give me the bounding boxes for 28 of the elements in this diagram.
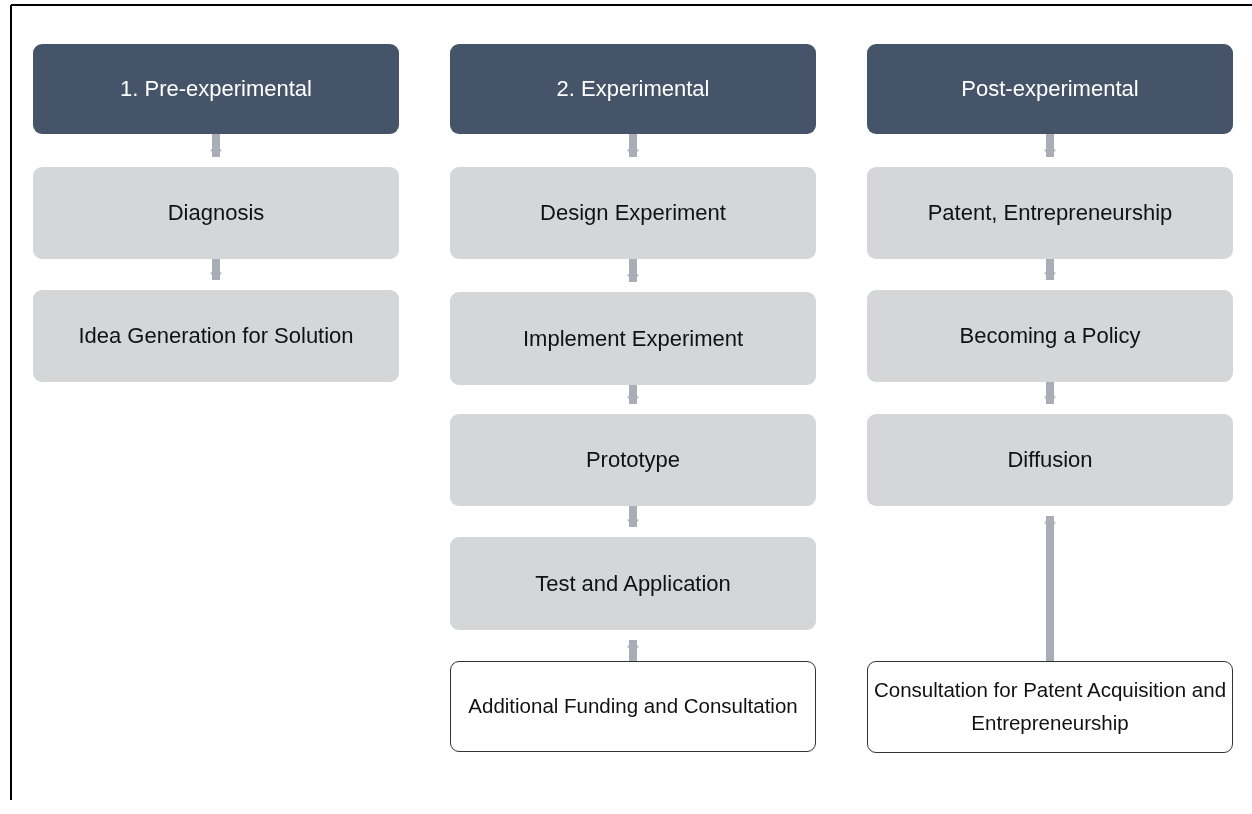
process-box (33, 290, 399, 382)
process-box (867, 290, 1233, 382)
phase-header-box (33, 44, 399, 134)
support-box (450, 661, 816, 752)
process-box (450, 167, 816, 259)
node-label: Prototype (585, 446, 681, 475)
phase-header-box (450, 44, 816, 134)
node-label: 2. Experimental (556, 75, 710, 104)
node-label: Diagnosis (167, 199, 265, 228)
support-box (867, 661, 1233, 753)
process-box (450, 292, 816, 385)
process-box (867, 414, 1233, 506)
node-label: 1. Pre-experimental (120, 75, 312, 104)
node-label: Idea Generation for Solution (78, 322, 354, 351)
process-box (33, 167, 399, 259)
node-label: Consultation for Patent Acquisition and Entrepreneurship (872, 677, 1228, 736)
process-box (450, 537, 816, 630)
node-label: Test and Application (535, 569, 731, 598)
process-box (450, 414, 816, 506)
node-label: Additional Funding and Consultation (468, 693, 798, 720)
node-label: Implement Experiment (522, 324, 744, 353)
node-label: Diffusion (1007, 446, 1093, 475)
node-label: Patent, Entrepreneurship (927, 199, 1173, 228)
process-box (867, 167, 1233, 259)
node-label: Becoming a Policy (959, 322, 1141, 351)
node-label: Post-experimental (961, 75, 1139, 104)
node-label: Design Experiment (540, 199, 726, 228)
phase-header-box (867, 44, 1233, 134)
